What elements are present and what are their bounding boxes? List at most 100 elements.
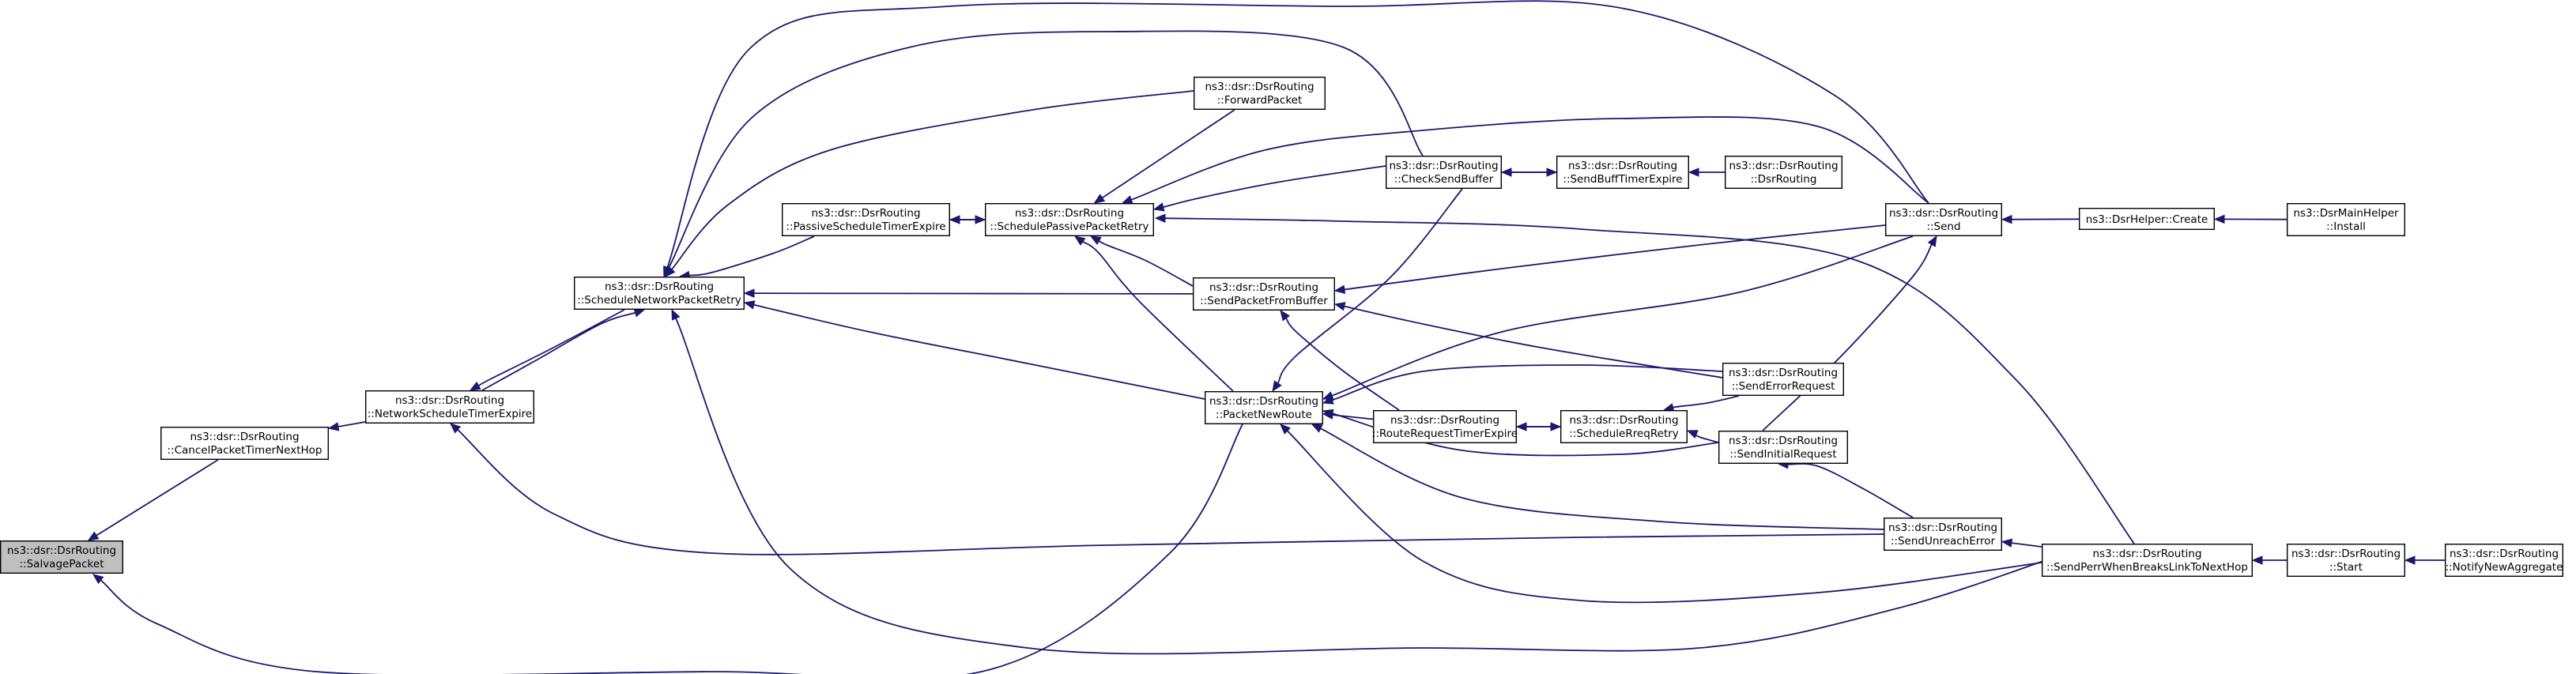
- node-label-line1: ns3::dsr::DsrRouting: [1569, 414, 1678, 427]
- arrowhead-icon: [1154, 213, 1166, 223]
- node-cancel[interactable]: ns3::dsr::DsrRouting::CancelPacketTimerN…: [160, 427, 330, 461]
- node-label-line2: ::CheckSendBuffer: [1394, 173, 1494, 186]
- node-start[interactable]: ns3::dsr::DsrRouting::Start: [2286, 544, 2405, 578]
- node-forward[interactable]: ns3::dsr::DsrRouting::ForwardPacket: [1193, 76, 1326, 110]
- node-schedpass[interactable]: ns3::dsr::DsrRouting::SchedulePassivePac…: [984, 203, 1154, 237]
- arrowhead-icon: [2001, 538, 2013, 548]
- node-perr[interactable]: ns3::dsr::DsrRouting::SendPerrWhenBreaks…: [2041, 544, 2253, 578]
- node-label-line1: ns3::dsr::DsrRouting: [605, 281, 714, 293]
- node-box: [2041, 544, 2253, 578]
- node-box: [1556, 155, 1689, 189]
- arrowhead-icon: [2213, 214, 2225, 224]
- node-label-line1: ns3::dsr::DsrRouting: [1390, 414, 1499, 427]
- arrowhead-icon: [1333, 284, 1346, 295]
- node-box: [574, 277, 745, 311]
- arrowhead-icon: [450, 423, 462, 434]
- arrowhead-icon: [1093, 194, 1106, 204]
- node-label-line1: ns3::dsr::DsrRouting: [1568, 160, 1677, 172]
- node-box: [2286, 544, 2405, 578]
- arrowhead-icon: [1280, 309, 1291, 322]
- node-box: [1724, 155, 1842, 189]
- node-box: [365, 390, 535, 424]
- node-label-line1: ns3::dsr::DsrRouting: [1889, 207, 1998, 220]
- call-edge: [338, 421, 366, 427]
- arrowhead-icon: [2001, 214, 2012, 224]
- node-label-line1: ns3::dsr::DsrRouting: [1209, 281, 1318, 294]
- node-senderr[interactable]: ns3::dsr::DsrRouting::SendErrorRequest: [1722, 363, 1844, 397]
- node-label-line2: ::NotifyNewAggregate: [2446, 561, 2563, 574]
- node-box: [2078, 208, 2215, 231]
- call-edge: [1099, 239, 1194, 287]
- call-edge: [1102, 109, 1235, 199]
- call-edge: [675, 318, 2056, 655]
- node-newroute[interactable]: ns3::dsr::DsrRouting::PacketNewRoute: [1204, 391, 1323, 425]
- node-send[interactable]: ns3::dsr::DsrRouting::Send: [1884, 203, 2002, 237]
- arrowhead-icon: [2404, 555, 2416, 565]
- node-box: [1884, 203, 2002, 237]
- node-label-line1: ns3::dsr::DsrRouting: [1888, 522, 1997, 534]
- node-salvage[interactable]: ns3::dsr::DsrRouting::SalvagePacket: [0, 540, 124, 574]
- node-box: [2286, 203, 2405, 237]
- arrowhead-icon: [671, 308, 681, 321]
- node-schednet[interactable]: ns3::dsr::DsrRouting::ScheduleNetworkPac…: [574, 277, 745, 311]
- arrowhead-icon: [743, 300, 756, 310]
- node-checksend[interactable]: ns3::dsr::DsrRouting::CheckSendBuffer: [1385, 155, 1502, 189]
- node-passexpire[interactable]: ns3::dsr::DsrRouting::PassiveScheduleTim…: [782, 203, 951, 237]
- arrowhead-icon: [1280, 424, 1291, 435]
- call-edge: [96, 459, 219, 537]
- node-box: [1883, 518, 2002, 552]
- arrowhead-icon: [1927, 235, 1937, 247]
- arrowhead-icon: [1272, 380, 1282, 393]
- node-sendfrombuf[interactable]: ns3::dsr::DsrRouting::SendPacketFromBuff…: [1192, 277, 1335, 311]
- node-label-line2: ::Start: [2329, 561, 2363, 574]
- node-box: [0, 540, 124, 574]
- node-rreqexpire[interactable]: ns3::dsr::DsrRouting::RouteRequestTimerE…: [1372, 410, 1518, 444]
- node-label-line1: ns3::dsr::DsrRouting: [1389, 160, 1498, 172]
- arrowhead-icon: [663, 265, 672, 278]
- node-unreach[interactable]: ns3::dsr::DsrRouting::SendUnreachError: [1883, 518, 2002, 552]
- node-box: [160, 427, 330, 461]
- node-label-line2: ::Send: [1926, 220, 1960, 233]
- node-label-line1: ns3::dsr::DsrRouting: [2291, 548, 2401, 560]
- node-label-line2: ::CancelPacketTimerNextHop: [167, 444, 322, 457]
- node-label-line1: ns3::dsr::DsrRouting: [1729, 367, 1838, 379]
- arrowhead-icon: [87, 531, 100, 541]
- arrowhead-icon: [1686, 430, 1699, 439]
- node-box: [1193, 76, 1326, 110]
- arrowhead-icon: [2251, 555, 2263, 565]
- arrowhead-icon: [1121, 195, 1133, 205]
- call-edge: [1164, 217, 2135, 544]
- node-label-line1: ns3::dsr::DsrRouting: [395, 394, 504, 407]
- call-edge: [1277, 188, 1463, 384]
- node-label-line1: ns3::dsr::DsrRouting: [2450, 548, 2559, 560]
- node-label-line2: ::SendBuffTimerExpire: [1563, 173, 1682, 186]
- arrowhead-icon: [1550, 422, 1562, 431]
- node-label-line1: ns3::DsrHelper::Create: [2086, 213, 2208, 226]
- node-label-line2: ::SendInitialRequest: [1729, 448, 1836, 461]
- node-label-line2: ::PassiveScheduleTimerExpire: [786, 220, 945, 233]
- node-helpercreate[interactable]: ns3::DsrHelper::Create: [2078, 208, 2215, 231]
- node-label-line2: ::ForwardPacket: [1217, 94, 1303, 107]
- arrowhead-icon: [1089, 235, 1102, 246]
- node-notify[interactable]: ns3::dsr::DsrRouting::NotifyNewAggregate: [2444, 544, 2563, 578]
- node-schedreq[interactable]: ns3::dsr::DsrRouting::ScheduleRreqRetry: [1560, 410, 1688, 444]
- node-mainhelper[interactable]: ns3::DsrMainHelper::Install: [2286, 203, 2405, 237]
- node-label-line1: ns3::dsr::DsrRouting: [1209, 395, 1318, 408]
- node-label-line2: ::NetworkScheduleTimerExpire: [368, 408, 533, 420]
- node-sendbufexpire[interactable]: ns3::dsr::DsrRouting::SendBuffTimerExpir…: [1556, 155, 1689, 189]
- node-label-line1: ns3::dsr::DsrRouting: [1205, 81, 1314, 93]
- node-label-line2: ::ScheduleRreqRetry: [1569, 427, 1679, 440]
- node-box: [1722, 363, 1844, 397]
- call-edge: [1671, 395, 1740, 409]
- call-edge: [478, 309, 625, 386]
- call-edge: [1285, 318, 1400, 411]
- call-edge: [667, 30, 1424, 269]
- node-box: [1192, 277, 1335, 311]
- node-label-line1: ns3::DsrMainHelper: [2293, 207, 2399, 220]
- node-box: [984, 203, 1154, 237]
- node-ctor[interactable]: ns3::dsr::DsrRouting::DsrRouting: [1724, 155, 1842, 189]
- node-netexpire[interactable]: ns3::dsr::DsrRouting::NetworkScheduleTim…: [365, 390, 535, 424]
- node-label-line1: ns3::dsr::DsrRouting: [811, 207, 920, 220]
- node-sendinit[interactable]: ns3::dsr::DsrRouting::SendInitialRequest: [1718, 431, 1848, 465]
